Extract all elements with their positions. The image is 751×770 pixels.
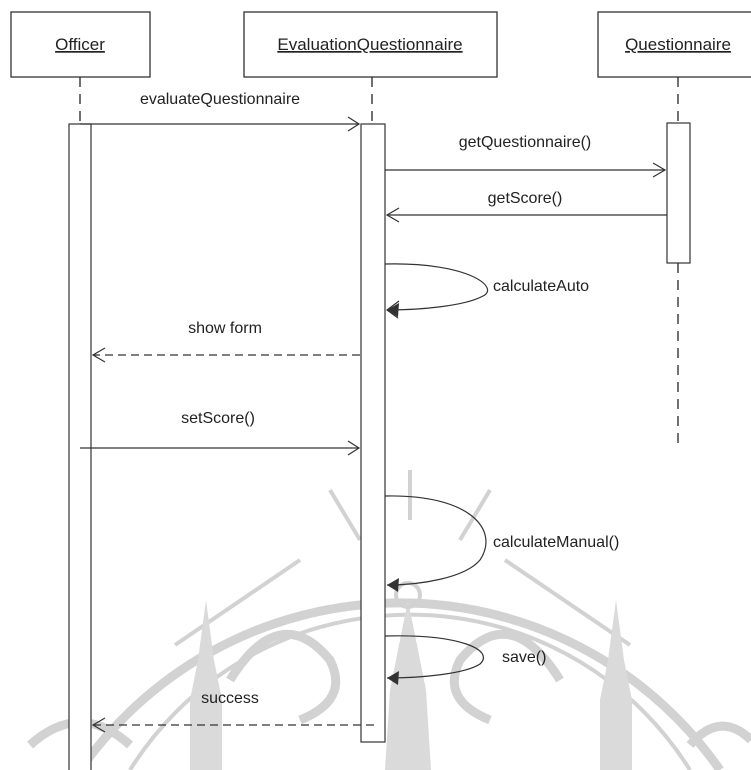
lifeline-box-officer — [10, 11, 151, 78]
message-label-show-form: show form — [188, 320, 262, 337]
message-get-questionnaire: getQuestionnaire() — [385, 134, 667, 178]
lifeline-officer: Officer — [10, 11, 151, 122]
lifeline-label-questionnaire: Questionnaire — [625, 35, 731, 54]
message-save: save() — [384, 635, 546, 685]
message-label-calculate-auto: calculateAuto — [493, 278, 589, 295]
lifeline-box-questionnaire — [597, 11, 751, 78]
message-evaluate-questionnaire: evaluateQuestionnaire — [80, 91, 361, 132]
lifeline-questionnaire: Questionnaire — [597, 11, 751, 450]
message-label-evaluate-questionnaire: evaluateQuestionnaire — [140, 91, 300, 108]
message-get-score: getScore() — [385, 190, 667, 223]
message-label-set-score: setScore() — [181, 410, 255, 427]
message-set-score: setScore() — [80, 410, 361, 456]
message-label-calculate-manual: calculateManual() — [493, 534, 619, 551]
activation-bar-questionnaire — [666, 122, 691, 264]
message-calculate-manual: calculateManual() — [384, 495, 619, 592]
lifeline-box-evaluation — [243, 11, 498, 78]
message-label-success: success — [201, 690, 259, 707]
watermark-seal — [26, 470, 751, 770]
message-calculate-auto: calculateAuto — [384, 263, 589, 319]
message-show-form: show form — [91, 320, 360, 363]
lifeline-evaluation: EvaluationQuestionnaire — [243, 11, 498, 124]
message-label-get-questionnaire: getQuestionnaire() — [459, 134, 592, 151]
activation-bar-officer — [68, 123, 92, 770]
message-label-get-score: getScore() — [488, 190, 563, 207]
lifeline-label-evaluation: EvaluationQuestionnaire — [277, 35, 462, 54]
lifeline-label-officer: Officer — [55, 35, 105, 54]
activation-bar-evaluation — [360, 123, 386, 743]
message-success: success — [91, 690, 374, 733]
message-label-save: save() — [502, 649, 546, 666]
